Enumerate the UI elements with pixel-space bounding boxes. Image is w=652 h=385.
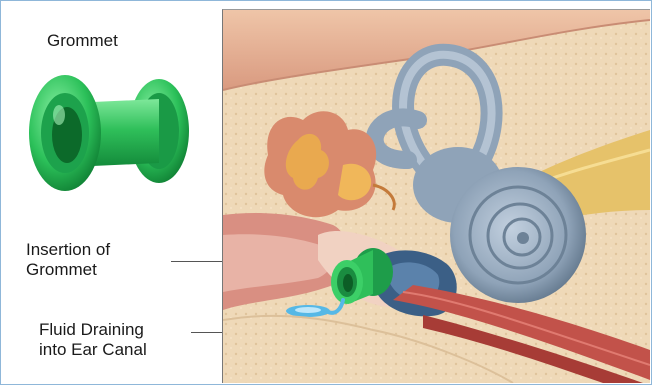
insertion-label: Insertion of Grommet [26,240,110,280]
grommet-label: Grommet [47,31,118,51]
grommet-illustration [19,63,197,201]
ear-anatomy-illustration [222,9,650,383]
fluid-label: Fluid Draining into Ear Canal [39,320,147,360]
